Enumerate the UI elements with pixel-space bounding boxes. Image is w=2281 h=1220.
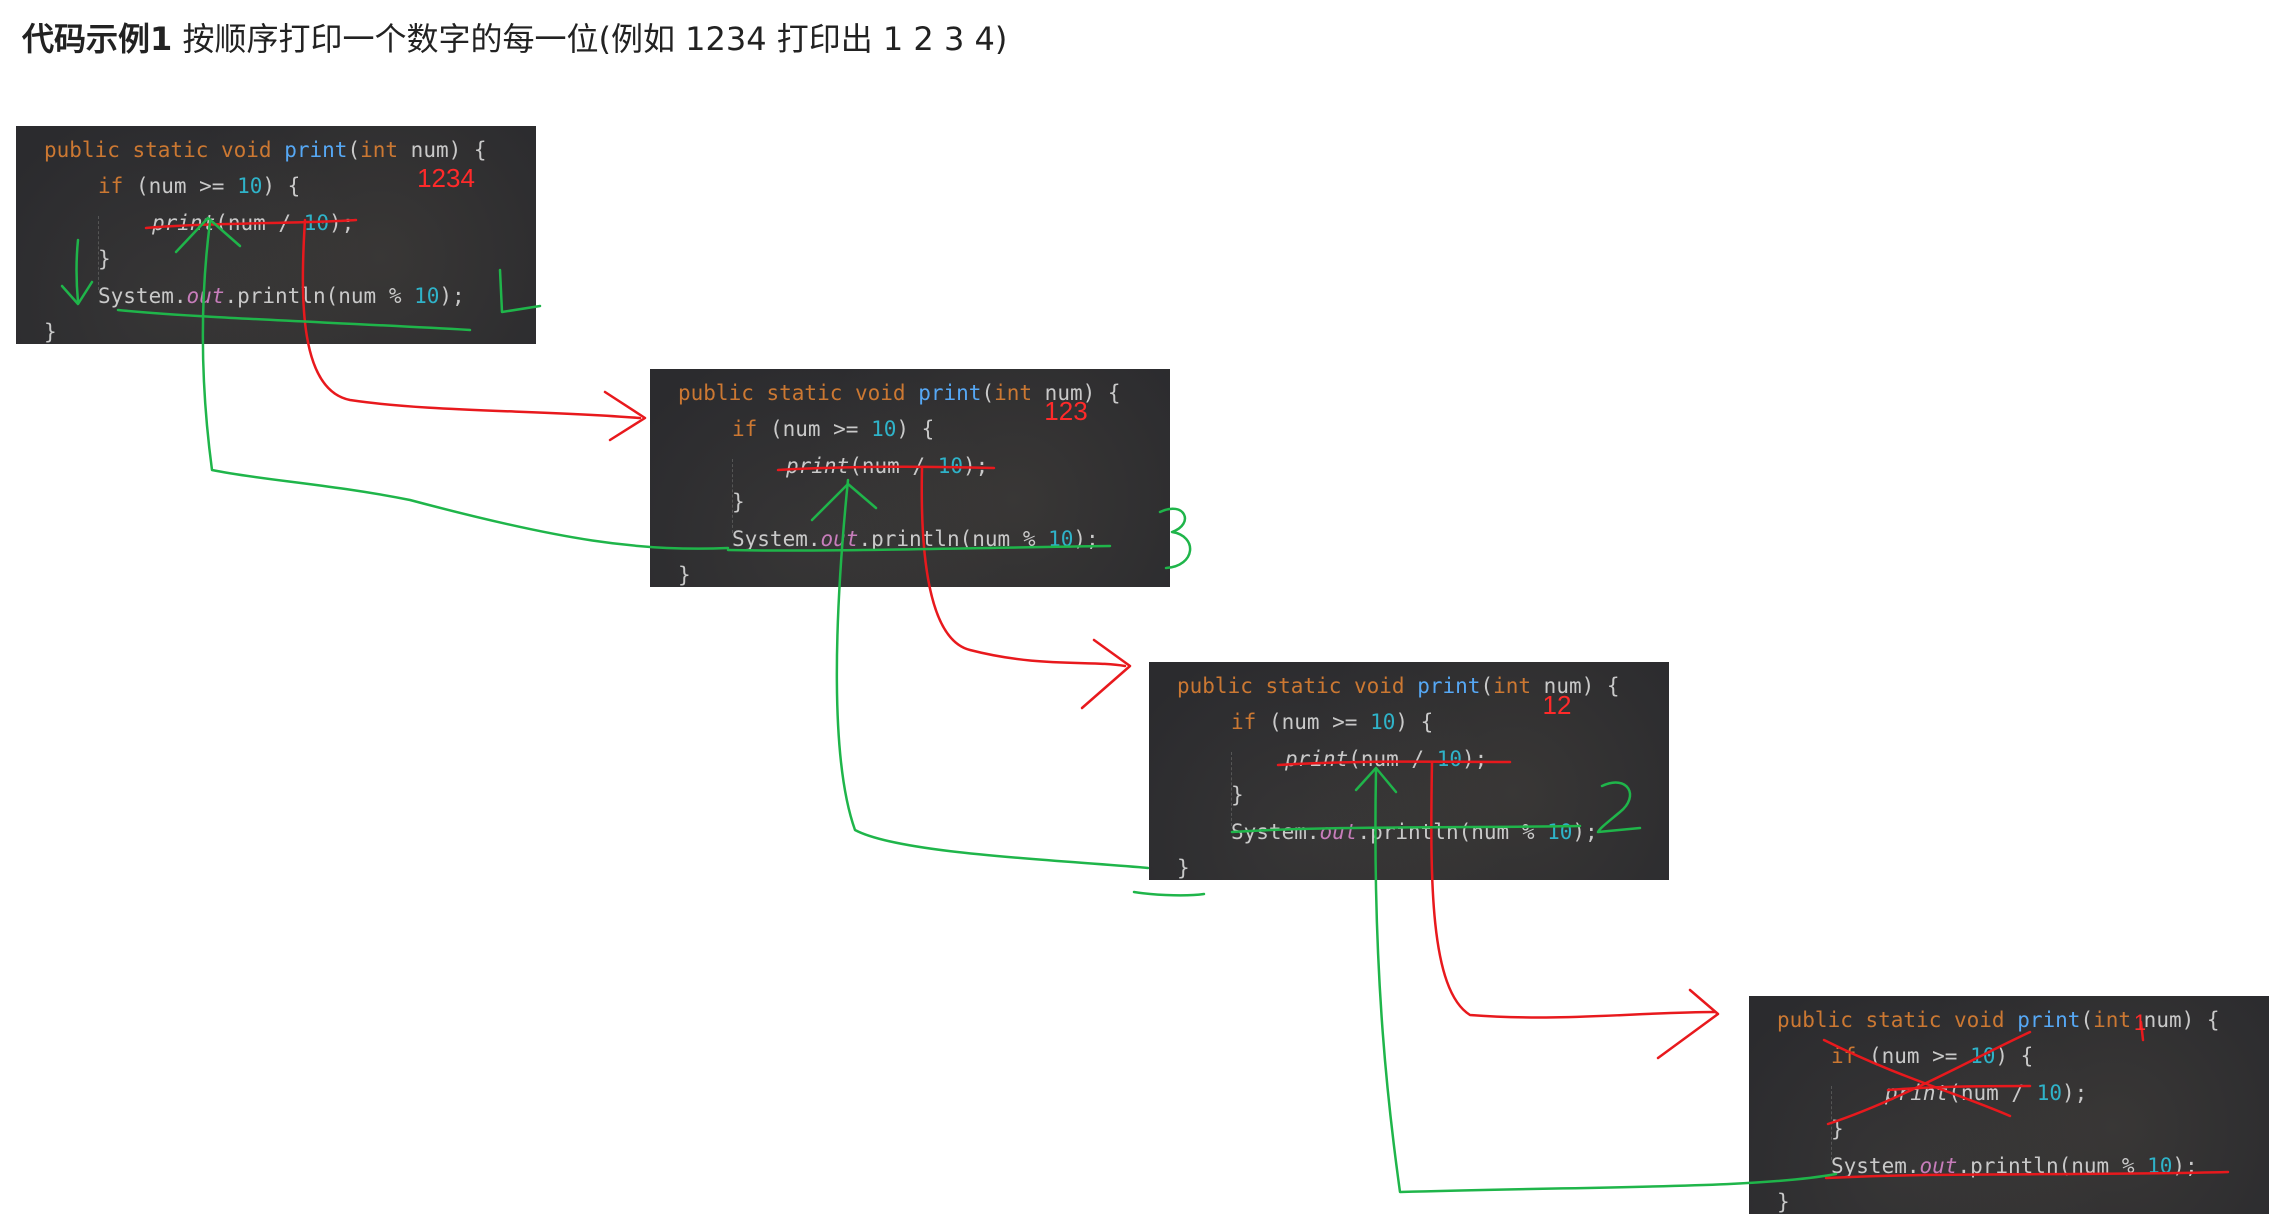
green-underline-println-2 <box>726 544 1112 552</box>
code-line-close-if: } <box>98 247 111 271</box>
red-underline-call-3 <box>1276 760 1512 767</box>
red-underline-call-2 <box>776 465 996 472</box>
code-block-4: public static void print(int num) { if (… <box>1749 996 2269 1214</box>
red-underline-call-1 <box>144 218 358 230</box>
green-underline-println-1 <box>116 308 472 332</box>
code-line-signature: public static void print(int num) { <box>1177 674 1620 698</box>
green-down-arrowhead-1 <box>60 280 94 306</box>
code-line-recursive-call: print(num / 10); <box>1285 747 1488 771</box>
indent-guide <box>1231 752 1233 826</box>
code-line-signature: public static void print(int num) { <box>44 138 487 162</box>
red-call-arrow-2 <box>920 466 1127 668</box>
red-cross-if-2 <box>1826 1030 2032 1126</box>
annotation-num-4: 1 <box>2133 1010 2147 1035</box>
indent-guide <box>98 216 100 290</box>
green-return-arrowhead-2 <box>810 482 878 522</box>
red-mark-int <box>2139 1020 2145 1042</box>
code-line-close-method: } <box>1777 1190 1790 1214</box>
green-underline-close-3 <box>1132 890 1206 897</box>
red-call-arrow-3 <box>1430 760 1717 1019</box>
code-line-close-method: } <box>678 563 691 587</box>
code-line-if: if (num >= 10) { <box>1831 1044 2034 1068</box>
handwritten-digit-2 <box>1596 781 1642 834</box>
red-underline-println-4 <box>1824 1170 2230 1180</box>
green-return-arrow-1 <box>201 220 730 550</box>
code-line-if: if (num >= 10) { <box>98 174 301 198</box>
code-line-if: if (num >= 10) { <box>732 417 935 441</box>
code-line-close-if: } <box>732 490 745 514</box>
green-return-arrowhead-1 <box>174 216 242 254</box>
code-line-println: System.out.println(num % 10); <box>732 527 1099 551</box>
code-line-close-method: } <box>44 320 57 344</box>
annotation-num-1: 1234 <box>417 163 475 193</box>
title-strong: 代码示例1 <box>22 20 173 58</box>
code-line-println: System.out.println(num % 10); <box>98 284 465 308</box>
code-block-2: public static void print(int num) { if (… <box>650 369 1170 587</box>
page-title: 代码示例1 按顺序打印一个数字的每一位(例如 1234 打印出 1 2 3 4) <box>22 14 1007 64</box>
code-line-if: if (num >= 10) { <box>1231 710 1434 734</box>
green-return-arrow-2 <box>835 478 1150 870</box>
red-call-arrowhead-1 <box>603 390 647 442</box>
red-call-arrowhead-2 <box>1080 638 1132 710</box>
code-block-3: public static void print(int num) { if (… <box>1149 662 1669 880</box>
handwritten-digit-3 <box>1158 507 1192 570</box>
green-return-arrow-3 <box>1374 768 1838 1194</box>
code-block-1: public static void print(int num) { if (… <box>16 126 536 344</box>
annotation-num-2: 123 <box>1044 396 1088 426</box>
code-line-signature: public static void print(int num) { <box>678 381 1121 405</box>
red-call-arrow-1 <box>301 218 642 420</box>
red-cross-inner <box>1886 1084 2032 1092</box>
red-cross-if-1 <box>1822 1038 2012 1118</box>
green-underline-println-3 <box>1230 824 1582 834</box>
code-line-signature: public static void print(int num) { <box>1777 1008 2220 1032</box>
red-call-arrowhead-3 <box>1656 988 1720 1060</box>
annotation-num-3: 12 <box>1542 690 1572 720</box>
indent-guide <box>732 459 734 533</box>
green-return-arrowhead-3 <box>1354 766 1398 794</box>
code-line-close-if: } <box>1231 783 1244 807</box>
title-rest: 按顺序打印一个数字的每一位(例如 1234 打印出 1 2 3 4) <box>182 20 1008 58</box>
green-down-arrow-1 <box>75 238 80 304</box>
code-line-close-method: } <box>1177 856 1190 880</box>
handwritten-digit-4 <box>498 268 542 314</box>
